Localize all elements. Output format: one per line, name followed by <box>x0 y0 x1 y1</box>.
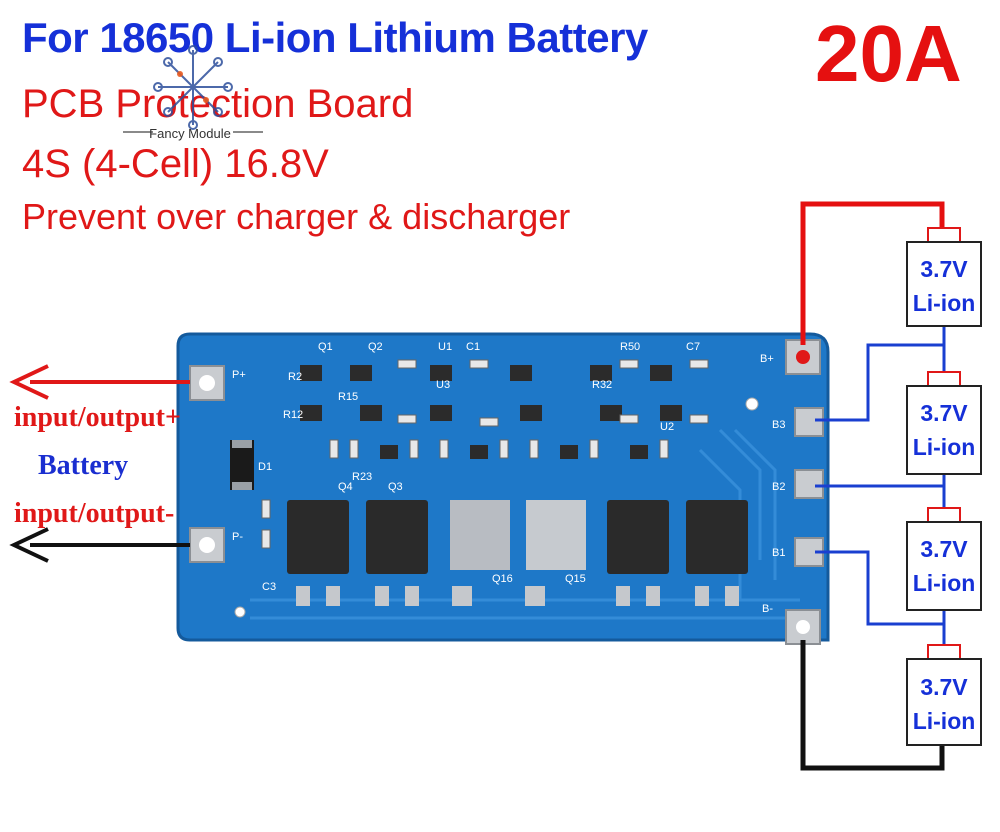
logo-caption: Fancy Module <box>149 126 231 141</box>
silk-label: R23 <box>352 471 372 483</box>
copper-pad-right <box>526 500 586 570</box>
cell-2-voltage: 3.7V <box>920 400 968 426</box>
silk-label: R2 <box>288 371 302 383</box>
silk-pminus: P- <box>232 531 243 543</box>
config-line: 4S (4-Cell) 16.8V <box>22 142 329 186</box>
silk-label: C7 <box>686 341 700 353</box>
silk-label: R15 <box>338 391 358 403</box>
silk-label: Q16 <box>492 573 513 585</box>
silk-b3: B3 <box>772 419 785 431</box>
feature-line: Prevent over charger & discharger <box>22 196 571 237</box>
cell-3 <box>906 507 982 611</box>
cell-4-voltage: 3.7V <box>920 674 968 700</box>
silk-pplus: P+ <box>232 369 246 381</box>
mosfets <box>287 500 748 606</box>
cell-1 <box>906 227 982 327</box>
pad-b2 <box>794 469 824 499</box>
arrow-input-output-minus <box>9 527 190 563</box>
current-rating: 20A <box>815 9 962 98</box>
pad-p-minus <box>189 527 225 563</box>
cell-1-voltage: 3.7V <box>920 256 968 282</box>
silk-label: U1 <box>438 341 452 353</box>
wire-bminus-black <box>800 640 945 771</box>
silk-label: D1 <box>258 461 272 473</box>
io-plus-label: input/output+ <box>14 402 181 433</box>
silkscreen: P+ P- B+ B3 B2 B1 B- Q1 Q2 Q3 Q4 Q15 Q16… <box>232 341 785 615</box>
battery-label: Battery <box>38 450 129 481</box>
cell-4-type: Li-ion <box>912 708 976 734</box>
io-minus-label: input/output- <box>14 498 175 529</box>
battery-wires <box>800 201 946 771</box>
cell-1-type: Li-ion <box>912 290 976 316</box>
pad-b-minus <box>785 609 821 645</box>
wire-b3 <box>815 325 946 422</box>
silk-label: U3 <box>436 379 450 391</box>
fancy-module-logo <box>123 45 263 133</box>
wire-bplus-red <box>800 201 945 345</box>
cell-2 <box>906 371 982 475</box>
diode-d1 <box>230 440 254 490</box>
silk-label: U2 <box>660 421 674 433</box>
silk-label: C1 <box>466 341 480 353</box>
wire-b2 <box>815 474 946 488</box>
silk-label: Q15 <box>565 573 586 585</box>
silk-b2: B2 <box>772 481 785 493</box>
silk-bminus: B- <box>762 603 773 615</box>
silk-label: Q1 <box>318 341 333 353</box>
silk-label: R12 <box>283 409 303 421</box>
arrow-input-output-plus <box>9 364 190 400</box>
pad-b3 <box>794 407 824 437</box>
silk-bplus: B+ <box>760 353 774 365</box>
product-title: For 18650 Li-ion Lithium Battery <box>22 14 648 61</box>
cell-3-type: Li-ion <box>912 570 976 596</box>
silk-label: R50 <box>620 341 640 353</box>
silk-b1: B1 <box>772 547 785 559</box>
cell-3-voltage: 3.7V <box>920 536 968 562</box>
battery-cells <box>906 227 982 746</box>
pcb-board: P+ P- B+ B3 B2 B1 B- Q1 Q2 Q3 Q4 Q15 Q16… <box>176 332 830 645</box>
silk-label: Q2 <box>368 341 383 353</box>
silk-label: C3 <box>262 581 276 593</box>
board-type-line: PCB Protection Board <box>22 82 414 126</box>
copper-pad-left <box>450 500 510 570</box>
silk-label: Q3 <box>388 481 403 493</box>
silk-label: R32 <box>592 379 612 391</box>
pad-b-plus <box>785 339 821 375</box>
cell-4 <box>906 644 982 746</box>
smd-components <box>261 359 709 549</box>
cell-2-type: Li-ion <box>912 434 976 460</box>
wire-b1 <box>815 550 946 626</box>
pad-p-plus <box>189 365 225 401</box>
silk-label: Q4 <box>338 481 353 493</box>
